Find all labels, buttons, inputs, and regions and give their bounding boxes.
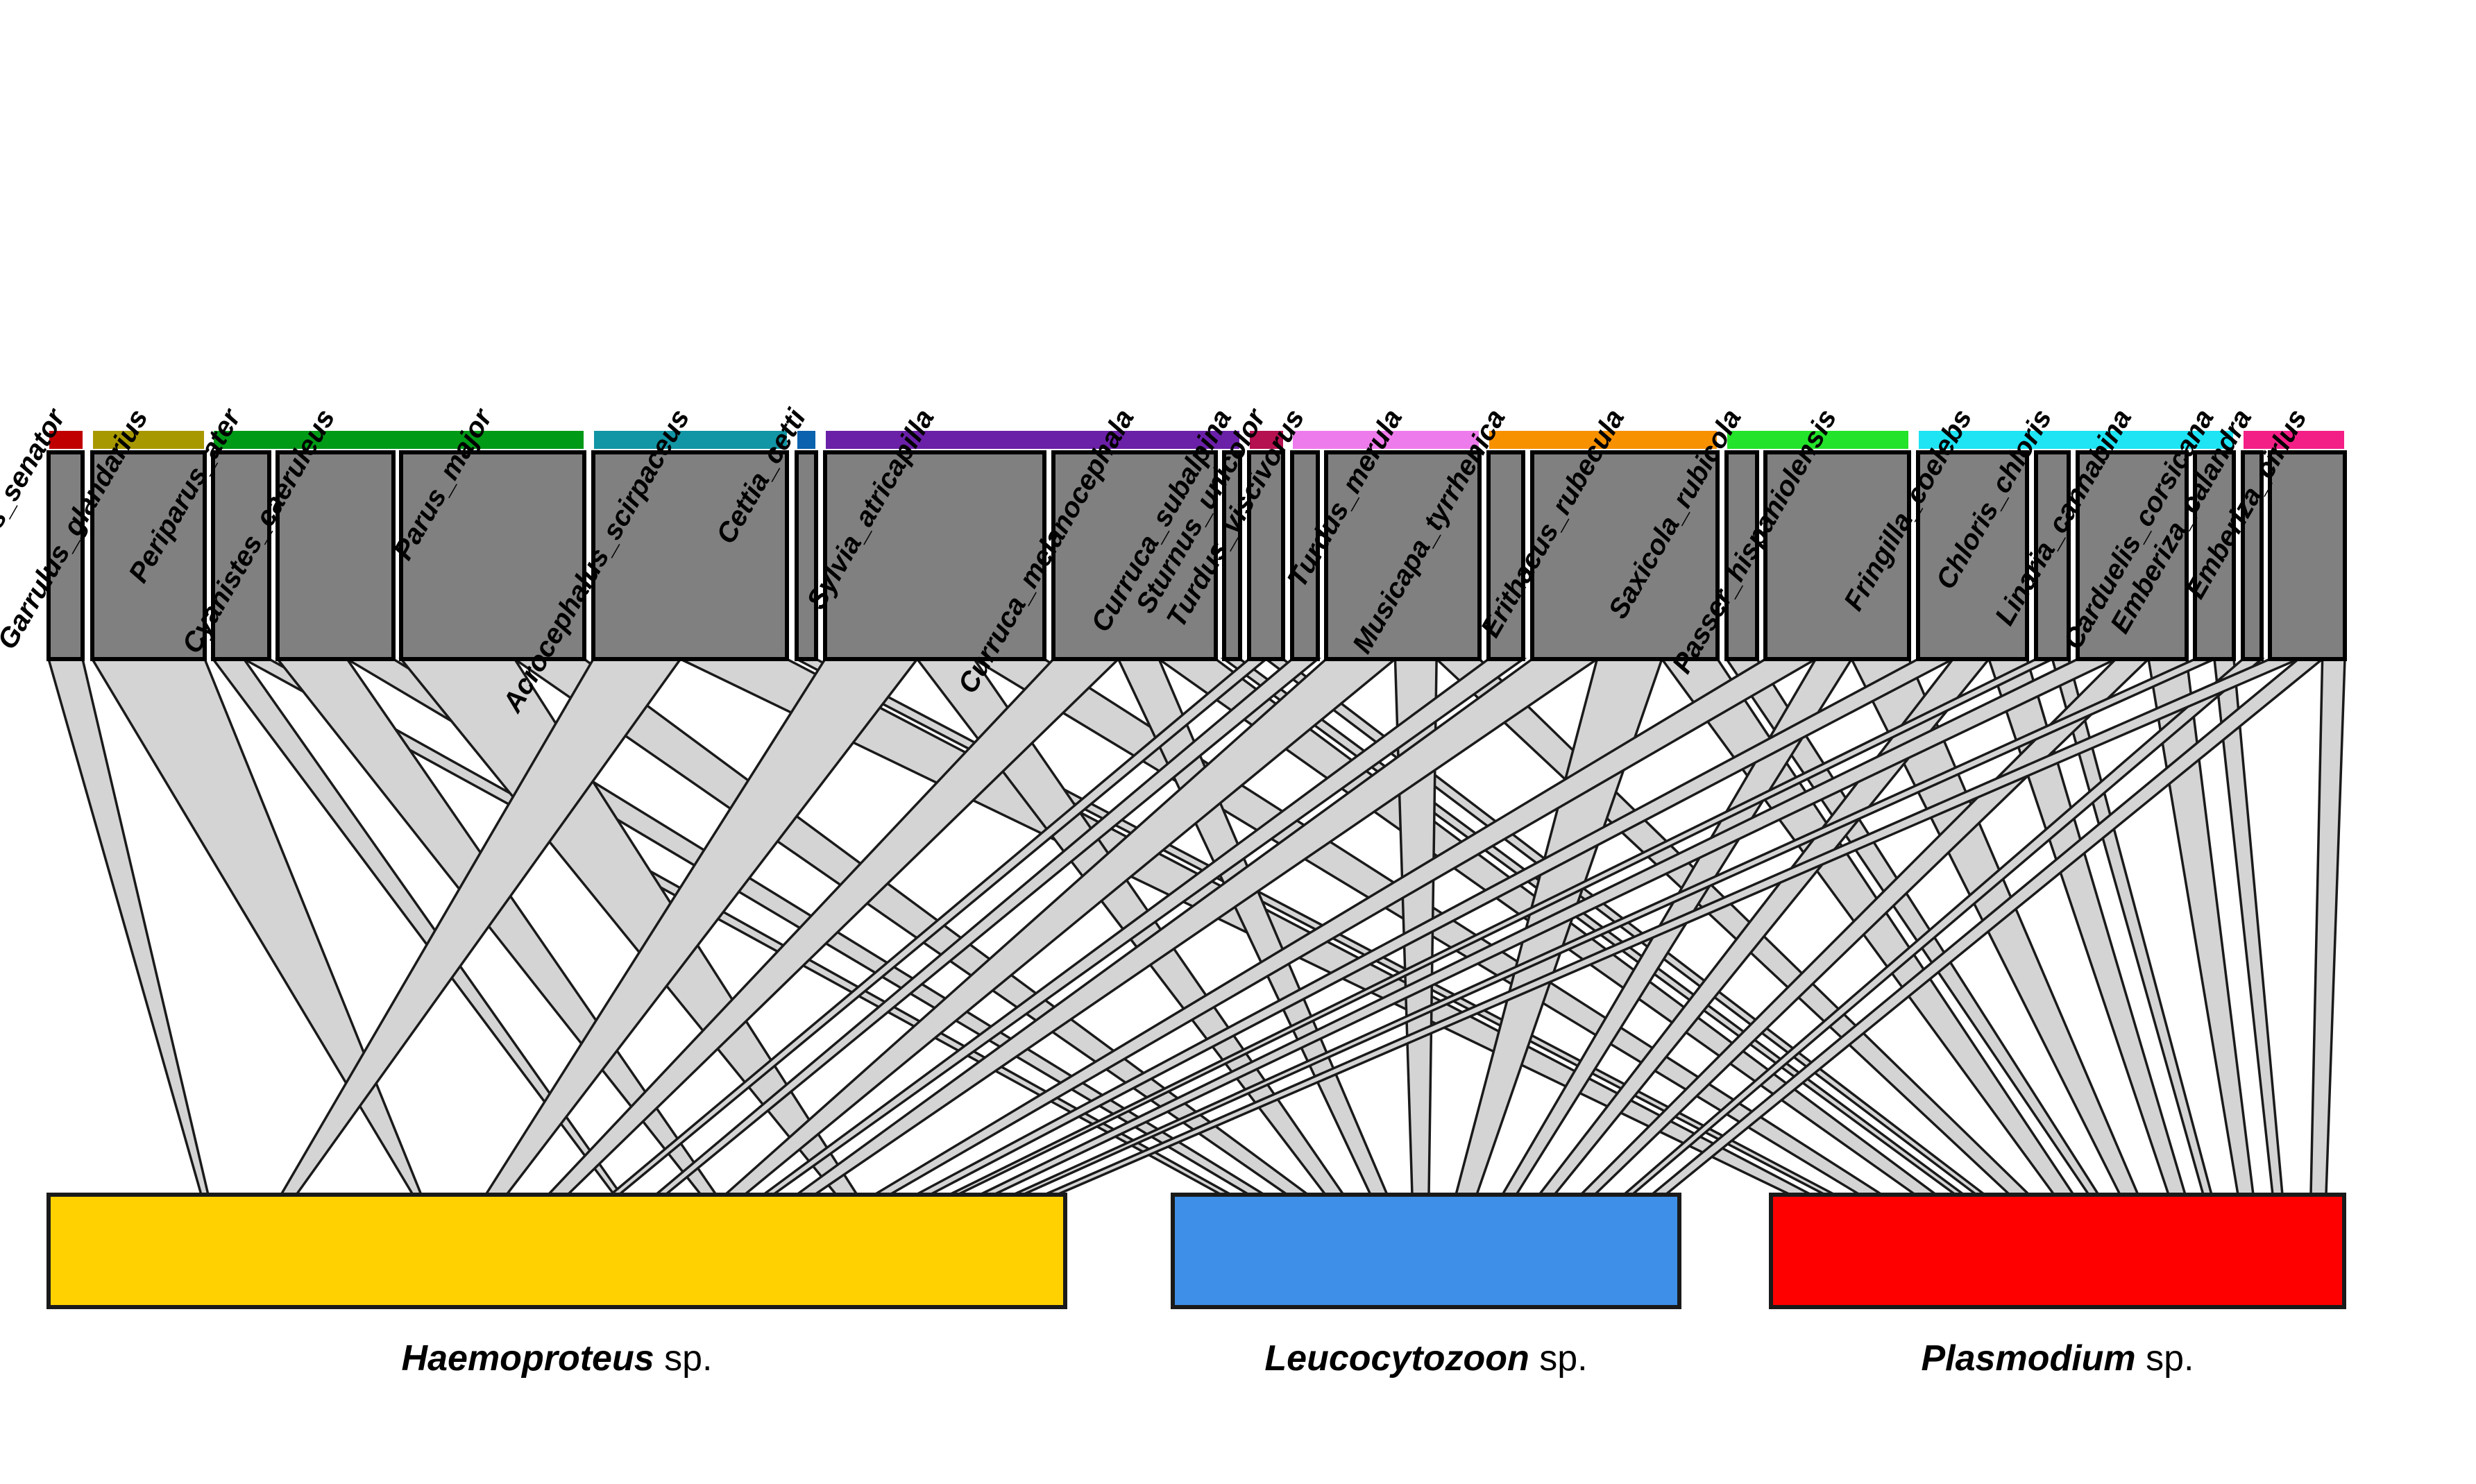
parasite-suffix: sp. bbox=[1539, 1338, 1587, 1379]
host-node-box[interactable] bbox=[1724, 450, 1759, 661]
family-colorbar bbox=[2242, 429, 2346, 450]
host-node-box[interactable] bbox=[1916, 450, 2029, 661]
parasite-label: Plasmodium sp. bbox=[1921, 1338, 2194, 1379]
family-colorbar bbox=[92, 429, 205, 450]
host-node-box[interactable] bbox=[90, 450, 207, 661]
host-node-box[interactable] bbox=[2241, 450, 2264, 661]
parasite-genus: Haemoproteus bbox=[402, 1338, 665, 1379]
host-node-box[interactable] bbox=[1324, 450, 1482, 661]
parasite-node-box[interactable] bbox=[1769, 1193, 2346, 1309]
parasite-label: Haemoproteus sp. bbox=[402, 1338, 713, 1379]
parasite-label: Leucocytozoon sp. bbox=[1264, 1338, 1587, 1379]
family-colorbar bbox=[593, 429, 788, 450]
host-node-box[interactable] bbox=[1530, 450, 1720, 661]
host-node-box[interactable] bbox=[1290, 450, 1320, 661]
host-node-box[interactable] bbox=[2268, 450, 2347, 661]
family-colorbar bbox=[212, 429, 585, 450]
family-colorbar bbox=[824, 429, 1241, 450]
host-node-box[interactable] bbox=[1486, 450, 1525, 661]
host-node-box[interactable] bbox=[211, 450, 271, 661]
family-colorbar bbox=[1917, 429, 2235, 450]
host-node-box[interactable] bbox=[1051, 450, 1218, 661]
host-node-box[interactable] bbox=[46, 450, 85, 661]
family-colorbar bbox=[1291, 429, 1480, 450]
parasite-labels-group: Haemoproteus sp.Leucocytozoon sp.Plasmod… bbox=[402, 1338, 2194, 1379]
host-node-box[interactable] bbox=[2034, 450, 2071, 661]
parasite-node-box[interactable] bbox=[46, 1193, 1067, 1309]
host-node-box[interactable] bbox=[2193, 450, 2236, 661]
host-node-box[interactable] bbox=[591, 450, 789, 661]
link-ribbons-group bbox=[46, 658, 2346, 1196]
host-node-box[interactable] bbox=[2076, 450, 2189, 661]
family-colorbar bbox=[796, 429, 817, 450]
host-node-box[interactable] bbox=[1763, 450, 1911, 661]
host-node-box[interactable] bbox=[1222, 450, 1242, 661]
host-node-box[interactable] bbox=[1247, 450, 1285, 661]
family-colorbar bbox=[1488, 429, 1718, 450]
parasite-genus: Plasmodium bbox=[1921, 1338, 2146, 1379]
host-node-box[interactable] bbox=[823, 450, 1046, 661]
family-colorbar bbox=[1726, 429, 1910, 450]
parasite-genus: Leucocytozoon bbox=[1264, 1338, 1539, 1379]
parasite-suffix: sp. bbox=[664, 1338, 712, 1379]
host-node-box[interactable] bbox=[275, 450, 396, 661]
parasite-node-box[interactable] bbox=[1171, 1193, 1681, 1309]
family-colorbar bbox=[48, 429, 84, 450]
parasite-boxes-group bbox=[46, 1193, 2346, 1309]
family-colorbar bbox=[1248, 429, 1284, 450]
parasite-suffix: sp. bbox=[2146, 1338, 2194, 1379]
family-colorbar-group bbox=[48, 429, 2346, 450]
link-ribbon[interactable] bbox=[2309, 658, 2346, 1196]
host-node-box[interactable] bbox=[399, 450, 586, 661]
host-node-box[interactable] bbox=[795, 450, 818, 661]
host-boxes-group bbox=[46, 450, 2347, 661]
